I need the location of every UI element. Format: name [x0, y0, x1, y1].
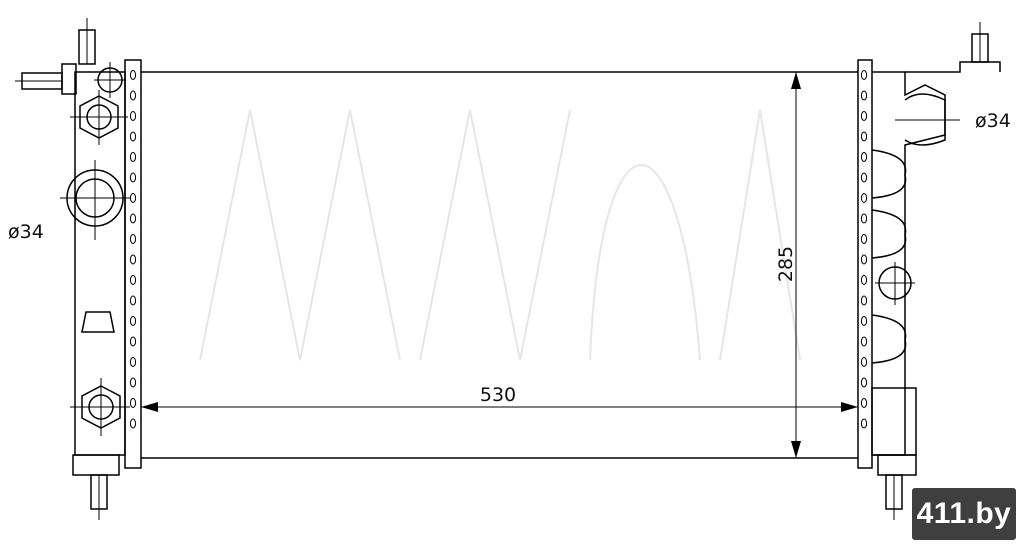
side-hole — [129, 275, 137, 285]
background-watermark — [199, 109, 801, 361]
right-pipe-diameter-label: ø34 — [975, 110, 1011, 132]
side-hole — [860, 152, 868, 162]
side-hole — [860, 70, 868, 80]
side-hole — [129, 152, 137, 162]
side-hole — [860, 193, 868, 203]
side-hole — [860, 213, 868, 224]
side-hole — [129, 213, 137, 224]
side-hole — [860, 336, 868, 347]
side-hole — [129, 357, 137, 367]
side-hole — [860, 295, 868, 306]
side-hole — [860, 131, 868, 142]
left-pipe-diameter-label: ø34 — [8, 221, 44, 243]
side-hole — [129, 295, 137, 306]
side-hole — [860, 357, 868, 367]
side-hole — [129, 172, 137, 183]
width-label: 530 — [480, 384, 516, 406]
site-watermark-text: 411.by — [916, 497, 1012, 530]
side-hole — [129, 234, 137, 244]
side-hole — [129, 193, 137, 203]
side-hole — [860, 111, 868, 121]
side-hole — [129, 377, 137, 388]
site-watermark-badge: 411.by — [912, 488, 1016, 540]
side-hole — [129, 70, 137, 80]
side-hole — [860, 398, 868, 408]
side-hole — [129, 254, 137, 265]
side-hole — [860, 316, 868, 326]
left-tank — [15, 18, 130, 520]
side-hole — [860, 418, 868, 429]
side-hole — [860, 254, 868, 265]
side-hole — [129, 418, 137, 429]
side-hole — [129, 316, 137, 326]
side-hole — [129, 90, 137, 101]
side-hole — [860, 172, 868, 183]
height-dimension: 285 — [775, 72, 801, 458]
width-dimension: 530 — [141, 384, 858, 412]
side-hole — [860, 275, 868, 285]
right-side-holes — [860, 70, 868, 429]
right-tank — [871, 22, 1001, 520]
height-label: 285 — [775, 246, 797, 282]
side-hole — [129, 336, 137, 347]
side-hole — [129, 398, 137, 408]
side-hole — [860, 377, 868, 388]
side-hole — [860, 90, 868, 101]
side-hole — [129, 111, 137, 121]
side-hole — [860, 234, 868, 244]
side-hole — [129, 131, 137, 142]
left-side-holes — [129, 70, 137, 429]
